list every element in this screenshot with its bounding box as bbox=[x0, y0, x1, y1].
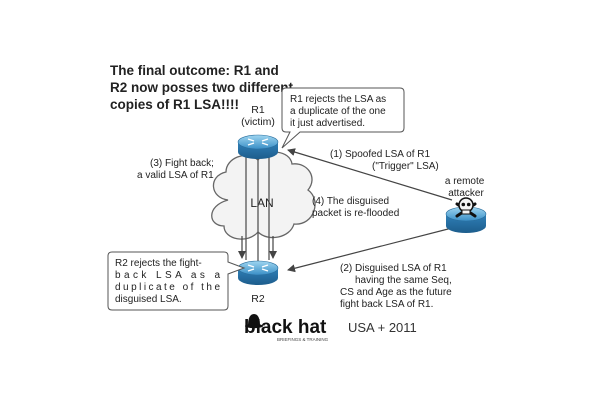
callout-r2-line-4: disguised LSA. bbox=[115, 294, 182, 305]
callout-r1: R1 rejects the LSA as a duplicate of the… bbox=[281, 87, 405, 149]
callout-r1-line-2: a duplicate of the one bbox=[290, 106, 386, 117]
step-3-line-1: (3) Fight back; bbox=[150, 158, 214, 169]
step-2-line-1: (2) Disguised LSA of R1 bbox=[340, 263, 447, 274]
router-icon bbox=[247, 264, 269, 272]
title-line-1: The final outcome: R1 and bbox=[110, 63, 279, 78]
step-1-spoofed-lsa: (1) Spoofed LSA of R1 ("Trigger" LSA) bbox=[330, 149, 439, 172]
step-4-line-1: (4) The disguised bbox=[312, 196, 389, 207]
step-2-disguised-lsa: (2) Disguised LSA of R1 having the same … bbox=[340, 263, 455, 310]
lan-label: LAN bbox=[250, 196, 273, 210]
router-r1-label: R1 bbox=[251, 104, 265, 116]
router-icon bbox=[247, 138, 269, 146]
step-4-reflooded: (4) The disguised packet is re-flooded bbox=[312, 196, 399, 219]
slide-title: The final outcome: R1 and R2 now posses … bbox=[110, 63, 297, 112]
event-label: USA + 2011 bbox=[348, 320, 417, 335]
callout-r1-text: R1 rejects the LSA as a duplicate of the… bbox=[290, 94, 389, 129]
attacker-label-line-2: attacker bbox=[448, 188, 484, 199]
callout-r1-bubble bbox=[281, 87, 405, 149]
r1-r2-links bbox=[238, 156, 277, 262]
step-1-line-1: (1) Spoofed LSA of R1 bbox=[330, 149, 431, 160]
step-3-line-2: a valid LSA of R1 bbox=[137, 170, 214, 181]
lan-cloud: LAN bbox=[211, 151, 316, 240]
skull-crossbones-icon bbox=[455, 197, 477, 218]
title-line-3: copies of R1 LSA!!!! bbox=[110, 97, 239, 112]
callout-r2-bubble bbox=[107, 251, 246, 311]
disguised-lsa-arrow bbox=[287, 227, 453, 273]
router-r1-top bbox=[237, 134, 279, 150]
step-3-fight-back: (3) Fight back; a valid LSA of R1 bbox=[137, 158, 217, 181]
hat-icon bbox=[245, 314, 263, 329]
router-r1-sublabel: (victim) bbox=[241, 116, 275, 128]
router-r2: R2 bbox=[237, 260, 279, 305]
logo-tagline: BRIEFINGS & TRAINING bbox=[277, 337, 329, 342]
callout-r2: R2 rejects the fight- back LSA as a dupl… bbox=[107, 251, 246, 311]
router-r2-label: R2 bbox=[251, 293, 265, 305]
step-2-line-4: fight back LSA of R1. bbox=[340, 299, 433, 310]
spoofed-lsa-arrow bbox=[287, 148, 453, 201]
logo-wordmark: black hat bbox=[244, 317, 327, 338]
callout-r1-line-3: it just advertised. bbox=[290, 118, 365, 129]
attacker-label: a remote attacker bbox=[445, 176, 487, 199]
step-4-line-2: packet is re-flooded bbox=[312, 208, 399, 219]
black-hat-logo: black hat BRIEFINGS & TRAINING USA + 201… bbox=[244, 314, 417, 342]
callout-r2-line-2: back LSA as a bbox=[115, 270, 220, 281]
callout-r1-line-1: R1 rejects the LSA as bbox=[290, 94, 386, 105]
step-2-line-2: having the same Seq, bbox=[355, 275, 452, 286]
step-2-line-3: CS and Age as the future bbox=[340, 287, 452, 298]
attacker-label-line-1: a remote bbox=[445, 176, 485, 187]
router-r1: R1 (victim) bbox=[237, 104, 279, 159]
title-line-2: R2 now posses two different bbox=[110, 80, 294, 95]
attacker-node: a remote attacker bbox=[445, 176, 487, 233]
step-1-line-2: ("Trigger" LSA) bbox=[372, 161, 439, 172]
callout-r2-line-1: R2 rejects the fight- bbox=[115, 258, 202, 269]
